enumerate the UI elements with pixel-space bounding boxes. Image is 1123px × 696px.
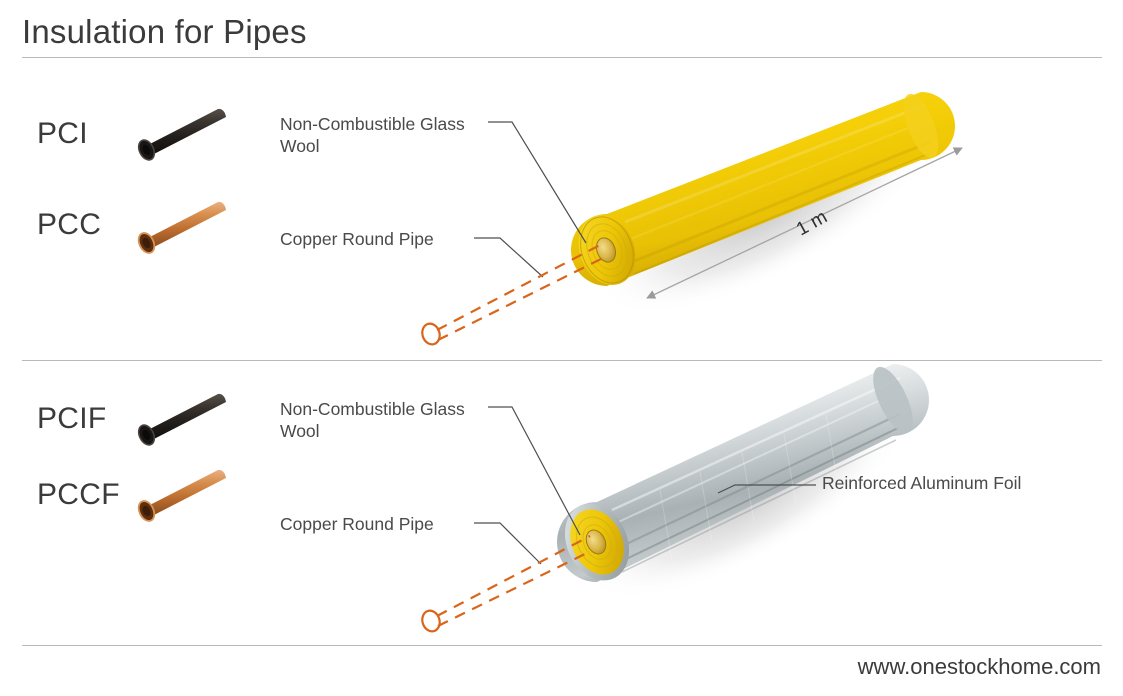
product-code-pci: PCI [37, 117, 88, 150]
glass-wool-texture [624, 103, 931, 275]
foil-cross-texture [659, 413, 839, 561]
callout-aluminum-foil: Reinforced Aluminum Foil [822, 473, 1022, 493]
black-steel-pipe-thumbnail [137, 108, 226, 161]
pipe-bore-outline [595, 237, 617, 263]
projection-line-lower [437, 550, 592, 627]
glass-wool-end-cap [570, 509, 624, 575]
projection-line-upper [436, 244, 601, 331]
foil-end-cap-ring [564, 503, 630, 581]
projection-line-lower [437, 258, 602, 341]
product-code-pcif: PCIF [37, 402, 107, 435]
pipe-shadow [597, 114, 933, 316]
callout-glass-wool-2: Non-Combustible Glass Wool [280, 399, 465, 442]
foil-far-cap [873, 366, 913, 434]
callout-glass-wool-1: Non-Combustible Glass Wool [280, 114, 465, 157]
callout-copper-pipe-1: Copper Round Pipe [280, 229, 434, 249]
projection-pipe-end [421, 609, 441, 633]
product-code-pccf: PCCF [37, 478, 120, 511]
dimension-label-1m: 1 m [793, 206, 831, 241]
pipe-bore-outline [585, 529, 607, 555]
projection-line-upper [436, 535, 591, 617]
wool-ring [576, 516, 618, 568]
footer-website-url: www.onestockhome.com [857, 654, 1101, 679]
wool-ring [586, 223, 628, 277]
leader-line-aluminum-foil [717, 484, 816, 494]
copper-pipe-projection [421, 244, 602, 346]
product-code-pcc: PCC [37, 208, 102, 241]
glass-wool-far-cap [903, 93, 939, 159]
glass-wool-body [571, 92, 955, 286]
projection-pipe-end [421, 322, 441, 346]
header-divider [22, 57, 1102, 58]
pipe-shadow [583, 400, 907, 600]
black-steel-pipe-thumbnail [137, 393, 226, 446]
callout-copper-pipe-2: Copper Round Pipe [280, 514, 434, 534]
copper-pipe-thumbnail [137, 469, 226, 522]
wool-ring [591, 230, 623, 270]
section-divider [22, 360, 1102, 361]
end-cap-outline [580, 216, 634, 284]
page-title: Insulation for Pipes [22, 13, 307, 50]
footer-divider [22, 645, 1102, 646]
wool-ring [582, 524, 612, 560]
pipe-bore [586, 530, 606, 554]
copper-pipe-projection [421, 535, 592, 633]
copper-pipe-thumbnail [137, 201, 226, 254]
glass-wool-end-cap [578, 215, 636, 285]
pipe-bore [596, 237, 616, 263]
